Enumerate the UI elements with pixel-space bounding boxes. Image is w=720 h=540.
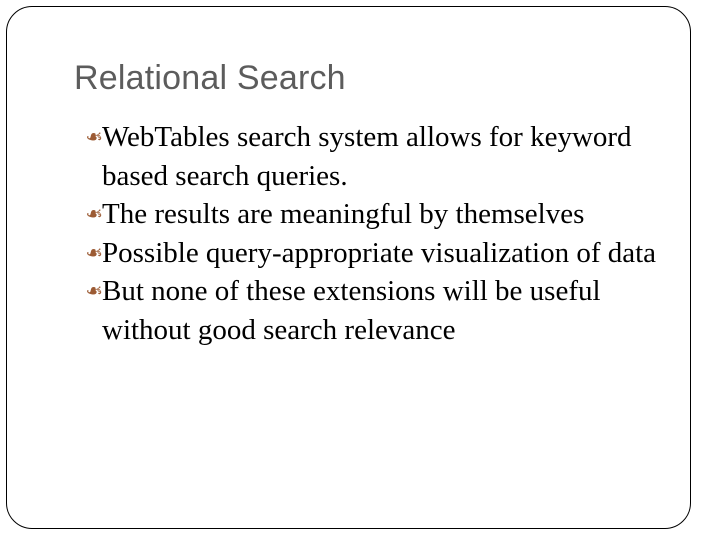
fleuron-bullet-icon: ❧ bbox=[85, 279, 103, 303]
list-item: ❧ WebTables search system allows for key… bbox=[74, 118, 674, 195]
list-item-label: But none of these extensions will be use… bbox=[102, 275, 601, 346]
bullet-list: ❧ WebTables search system allows for key… bbox=[74, 118, 674, 349]
fleuron-bullet-icon: ❧ bbox=[85, 240, 103, 265]
list-item: ❧ The results are meaningful by themselv… bbox=[74, 195, 674, 234]
list-item: ❧ But none of these extensions will be u… bbox=[74, 272, 674, 349]
fleuron-bullet-icon: ❧ bbox=[85, 202, 103, 226]
list-item-label: The results are meaningful by themselves bbox=[102, 198, 585, 230]
page-title: Relational Search bbox=[74, 59, 346, 97]
list-item-label: WebTables search system allows for keywo… bbox=[102, 121, 632, 192]
list-item-label: Possible query-appropriate visualization… bbox=[102, 236, 657, 269]
slide-border-frame bbox=[6, 6, 691, 529]
list-item: ❧ Possible query-appropriate visualizati… bbox=[74, 234, 674, 273]
fleuron-bullet-icon: ❧ bbox=[85, 125, 103, 149]
